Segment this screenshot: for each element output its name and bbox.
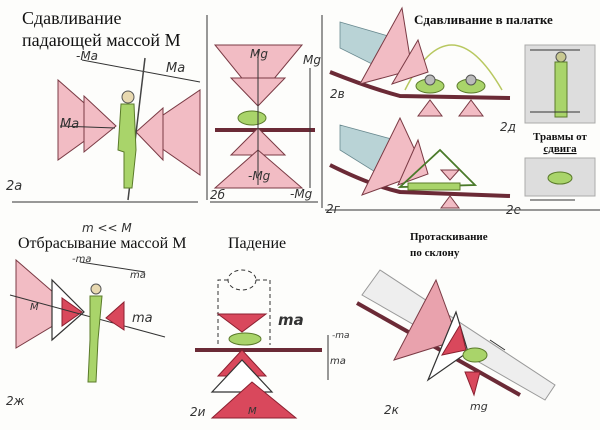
panel-tag-2g: 2г <box>326 202 341 216</box>
person-lying <box>407 182 461 191</box>
shear-caption-line2: сдвига <box>543 143 577 155</box>
gravity-triangle <box>464 371 481 397</box>
force-triangle-large-left <box>57 78 109 161</box>
slope-ground <box>329 70 511 100</box>
panel-2a-title-line2: падающей массой М <box>22 30 181 50</box>
condition-label: m << M <box>82 221 132 235</box>
label-ma: ma <box>278 311 304 329</box>
person-figure <box>237 110 267 126</box>
person-figure <box>462 347 488 363</box>
panel-shear: Травмы от сдвига <box>524 44 596 201</box>
drag-arrow <box>489 339 506 351</box>
panel-2a-title-line1: Сдавливание <box>22 8 122 28</box>
panel-2a: Сдавливание падающей массой М -Ma Ma Ma … <box>6 8 201 203</box>
label-mg-right: Mg <box>303 53 321 67</box>
force-triangle-large <box>15 258 77 349</box>
support-triangle-1 <box>417 99 443 117</box>
person-in-tent-1 <box>415 74 445 94</box>
label-neg-mg-right: -Mg <box>290 187 313 201</box>
force-triangle-small <box>397 138 429 186</box>
person-standing <box>554 61 568 118</box>
panel-2zh-title: Отбрасывание массой М <box>18 235 186 252</box>
panel-tag-2i: 2и <box>190 405 206 419</box>
panel-tag-2a: 2а <box>6 179 22 194</box>
force-triangle-small-right <box>135 106 164 162</box>
support-triangle-2 <box>458 99 484 117</box>
panel-tag-2d: 2д <box>500 120 516 134</box>
label-ma: Ma <box>166 61 185 76</box>
label-mg: mg <box>470 400 488 413</box>
panel-2k-title-line1: Протаскивание <box>410 231 488 243</box>
force-triangle-small <box>390 38 429 85</box>
panel-2k-title-line2: по склону <box>410 247 460 259</box>
slope-ground <box>356 301 521 397</box>
label-neg-ma: -Ma <box>76 49 98 63</box>
force-triangle-large <box>392 278 459 361</box>
person-figure <box>228 332 262 346</box>
force-triangle-top <box>216 313 268 333</box>
panel-tag-2v: 2в <box>330 87 345 101</box>
panel-2k: Протаскивание по склону mg 2к <box>356 231 556 417</box>
panel-2b: Mg Mg -Mg -Mg 2б <box>206 15 321 203</box>
axis-line <box>9 294 166 338</box>
force-triangle-red <box>440 323 467 356</box>
shear-caption-line1: Травмы от <box>533 131 587 143</box>
label-ma-right: ma <box>132 311 153 326</box>
label-neg-ma: -ma <box>332 331 350 341</box>
force-triangle-bottom <box>440 195 460 209</box>
panel-2i-title: Падение <box>228 235 286 252</box>
force-arrow <box>59 125 116 129</box>
dimension-line <box>81 59 201 83</box>
person-lying <box>547 171 573 185</box>
force-triangle-large-right <box>137 89 201 176</box>
panel-2i: Падение ma M -ma ma 2и <box>190 235 350 419</box>
label-mg-top: Mg <box>250 47 268 61</box>
force-triangle-large <box>358 6 413 85</box>
dimension-line <box>79 261 146 273</box>
force-triangle-small-left <box>83 94 117 154</box>
panel-2v-title: Сдавливание в палатке <box>414 12 553 27</box>
panel-tag-2zh: 2ж <box>6 394 25 408</box>
panel-tag-2b: 2б <box>210 188 226 202</box>
fall-path <box>217 279 271 345</box>
force-triangle-top <box>439 169 461 181</box>
person-head <box>90 283 102 295</box>
label-ma: ma <box>130 270 146 281</box>
falling-person-outline <box>227 269 257 291</box>
force-triangle-base <box>210 381 298 419</box>
panel-2v: Сдавливание в палатке 2в <box>321 6 553 208</box>
person-figure <box>117 90 137 189</box>
label-ma-bottom: ma <box>330 356 346 367</box>
label-neg-mg: -Mg <box>248 169 271 183</box>
label-mass-M: M <box>248 406 257 417</box>
label-neg-ma: -ma <box>72 254 91 265</box>
person-figure <box>87 295 103 383</box>
label-ma-left: Ma <box>60 117 79 132</box>
person-in-tent-2 <box>456 74 486 94</box>
panel-2zh: m << M Отбрасывание массой М -ma ma M ma… <box>6 221 186 408</box>
person-head <box>555 51 567 63</box>
label-mass-M: M <box>30 302 39 313</box>
panel-tag-2k: 2к <box>384 403 400 417</box>
panel-2g: 2г 2д 2е <box>325 116 600 217</box>
force-triangle-right <box>105 300 125 331</box>
